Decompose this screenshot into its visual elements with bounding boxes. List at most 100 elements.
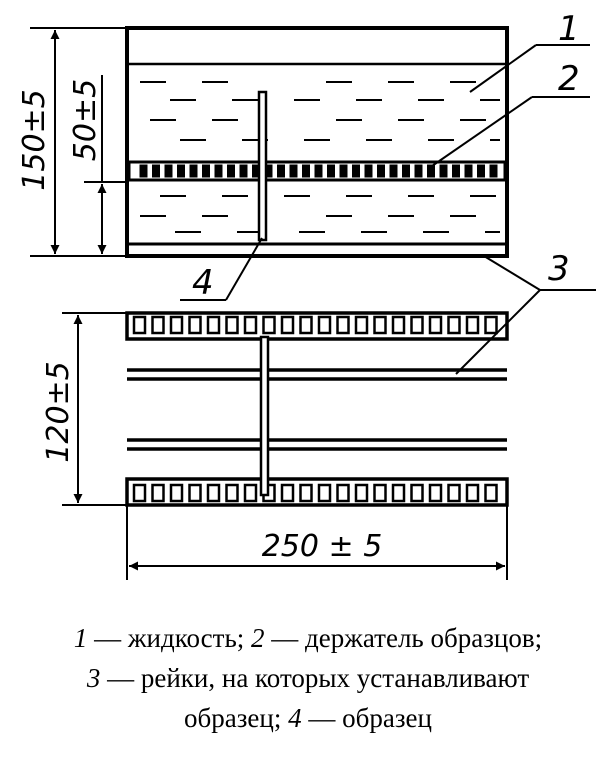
holder-slot xyxy=(452,164,460,178)
caption-line-1: 1 — жидкость; 2 — держатель образцов; xyxy=(0,618,616,658)
rail-slot xyxy=(354,483,369,503)
vessel-outline xyxy=(125,26,509,258)
rail-slot xyxy=(206,315,221,335)
upper-rail-slots xyxy=(132,315,498,335)
holder-slot xyxy=(227,164,235,178)
rail-slot xyxy=(354,315,369,335)
holder-slot xyxy=(364,164,373,178)
rail-slot xyxy=(151,483,165,503)
caption-line-3: образец; 4 — образец xyxy=(0,698,616,738)
sample-upper xyxy=(257,90,268,242)
rail-slot xyxy=(336,483,350,503)
dimension-label-liquid-depth: 50±5 xyxy=(68,79,103,161)
rail-slot xyxy=(336,315,350,335)
vessel-side-view xyxy=(125,26,509,258)
rail-slot xyxy=(262,315,276,335)
holder-slot xyxy=(327,164,335,178)
rail-slot xyxy=(447,483,461,503)
figure-caption: 1 — жидкость; 2 — держатель образцов; 3 … xyxy=(0,618,616,738)
rail-slot xyxy=(243,315,258,335)
caption-num-1: 1 xyxy=(73,623,88,653)
rail-slot xyxy=(391,315,406,335)
dimension-liquid-depth xyxy=(84,75,127,254)
rail-slot xyxy=(447,315,461,335)
callout-label-liquid: 1 xyxy=(558,9,580,49)
holder-slot xyxy=(164,164,173,178)
rail-slot xyxy=(465,315,480,335)
holder-slot xyxy=(239,164,248,178)
rail-slot xyxy=(225,315,239,335)
caption-text-5: — образец xyxy=(301,703,432,733)
caption-text-2: — держатель образцов; xyxy=(264,623,543,653)
callout-label-sample: 4 xyxy=(192,263,214,303)
holder-slot xyxy=(214,164,223,178)
rail-slot xyxy=(225,483,239,503)
rail-slot xyxy=(299,315,313,335)
rail-slot xyxy=(206,483,221,503)
callout-label-holder: 2 xyxy=(558,59,580,99)
rail-slot xyxy=(188,315,202,335)
rail-slot xyxy=(428,315,443,335)
holder-slot xyxy=(277,164,285,178)
rail-slot xyxy=(373,315,387,335)
holder-slot xyxy=(202,164,210,178)
holder-slot xyxy=(377,164,385,178)
holder-slot xyxy=(289,164,298,178)
caption-num-3: 3 xyxy=(86,663,101,693)
holder-slot xyxy=(339,164,348,178)
callout-holder xyxy=(431,96,590,167)
callout-liquid xyxy=(469,44,590,93)
dimension-width xyxy=(126,505,508,580)
sample-lower xyxy=(259,335,270,497)
holder-slot xyxy=(414,164,423,178)
caption-num-4: 4 xyxy=(288,703,302,733)
rail-slot xyxy=(188,483,202,503)
rail-slot xyxy=(391,483,406,503)
rail-slot xyxy=(410,483,424,503)
rail-slot xyxy=(373,483,387,503)
rail-slot xyxy=(317,483,332,503)
sample-holder-slots xyxy=(139,164,498,178)
holder-slot xyxy=(389,164,398,178)
rail-slot xyxy=(410,315,424,335)
rail-slot xyxy=(132,483,147,503)
caption-text-1: — жидкость; xyxy=(87,623,252,653)
holder-slot xyxy=(177,164,185,178)
holder-slot xyxy=(139,164,148,178)
holder-slot xyxy=(464,164,473,178)
callout-rails xyxy=(455,255,596,375)
holder-slot xyxy=(189,164,198,178)
dimension-label-width: 250 ± 5 xyxy=(262,529,383,564)
holder-slot xyxy=(402,164,410,178)
holder-slot xyxy=(427,164,435,178)
test-vessel-drawing: 1 2 4 3 150±5 50±5 xyxy=(17,9,596,580)
holder-slot xyxy=(314,164,323,178)
rail-slot xyxy=(243,483,258,503)
rail-slot xyxy=(428,483,443,503)
rail-slot xyxy=(169,483,184,503)
callout-label-rails: 3 xyxy=(548,249,570,289)
caption-text-4: образец; xyxy=(184,703,289,733)
holder-slot xyxy=(477,164,485,178)
rail-slot xyxy=(299,483,313,503)
dimension-rail-height xyxy=(62,312,127,506)
lower-rail-slots xyxy=(132,483,498,503)
rail-slot xyxy=(169,315,184,335)
caption-text-3: — рейки, на которых устанавливают xyxy=(100,663,530,693)
dimension-label-total-height: 150±5 xyxy=(17,89,52,190)
rail-slot xyxy=(280,483,295,503)
liquid-hatching xyxy=(140,81,500,233)
rail-slot xyxy=(465,483,480,503)
caption-num-2: 2 xyxy=(251,623,265,653)
holder-slot xyxy=(302,164,310,178)
dimension-label-rail-height: 120±5 xyxy=(41,361,76,462)
rail-slot xyxy=(484,315,498,335)
holder-slot xyxy=(352,164,360,178)
rail-slot xyxy=(132,315,147,335)
holder-slot xyxy=(489,164,498,178)
callout-sample xyxy=(180,237,263,301)
holder-slot xyxy=(439,164,448,178)
rails-plan-view xyxy=(125,311,509,507)
rail-slot xyxy=(280,315,295,335)
rail-slot xyxy=(317,315,332,335)
